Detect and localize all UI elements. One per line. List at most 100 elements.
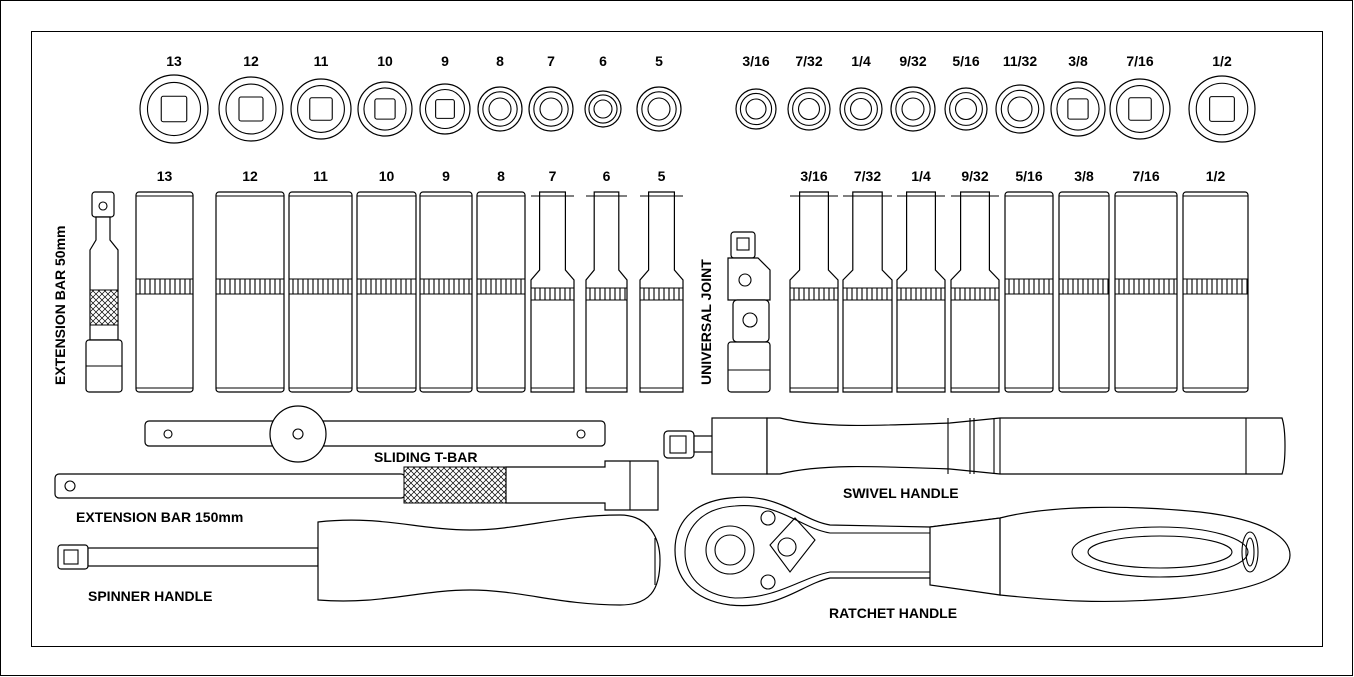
- socket-outer-circle: [139, 74, 209, 144]
- socket-size-label: 10: [379, 168, 395, 184]
- deep-socket-imperial: 3/8: [1058, 168, 1110, 393]
- socket-size-label: 12: [242, 168, 258, 184]
- socket-size-label: 13: [157, 168, 173, 184]
- socket-outer-circle: [944, 87, 988, 131]
- sliding-t-bar: SLIDING T-BAR: [144, 405, 606, 465]
- socket-size-label: 9/32: [961, 168, 988, 184]
- short-socket-metric: 9: [419, 53, 471, 135]
- socket-hex-opening: [533, 91, 569, 127]
- extension-bar-50mm-label: EXTENSION BAR 50mm: [52, 226, 68, 385]
- socket-bore: [539, 97, 563, 121]
- deep-socket-imperial: 7/16: [1114, 168, 1178, 393]
- extension-bar-150mm: EXTENSION BAR 150mm: [54, 460, 659, 525]
- socket-square-drive: [435, 99, 455, 119]
- socket-size-label: 7/16: [1132, 168, 1159, 184]
- socket-bore: [745, 98, 767, 120]
- socket-size-label: 1/4: [911, 168, 931, 184]
- deep-socket-imperial: 7/32: [842, 168, 893, 393]
- socket-size-label: 11/32: [1003, 53, 1037, 69]
- deep-socket-metric: 7: [530, 168, 575, 393]
- socket-hex-opening: [844, 92, 878, 126]
- tray-outline: [31, 31, 1323, 647]
- socket-size-label: 9/32: [899, 53, 926, 69]
- socket-bore: [593, 99, 613, 119]
- socket-square-drive: [374, 98, 396, 120]
- socket-hex-opening: [641, 91, 677, 127]
- socket-size-label: 7/32: [795, 53, 822, 69]
- socket-outer-circle: [419, 83, 471, 135]
- spinner-handle: SPINNER HANDLE: [57, 514, 661, 606]
- socket-size-label: 6: [599, 53, 607, 69]
- deep-socket-body: [530, 191, 575, 393]
- short-socket-metric: 12: [218, 53, 284, 142]
- short-socket-imperial: 11/32: [995, 53, 1045, 134]
- socket-hex-opening: [1195, 82, 1249, 136]
- universal-joint-label: UNIVERSAL JOINT: [698, 259, 714, 385]
- short-socket-imperial: 9/32: [890, 53, 936, 132]
- deep-socket-metric: 8: [476, 168, 526, 393]
- extension-bar-150mm-label: EXTENSION BAR 150mm: [76, 509, 243, 525]
- deep-socket-metric: 11: [288, 168, 353, 393]
- socket-square-drive: [238, 96, 264, 122]
- socket-size-label: 7/32: [854, 168, 881, 184]
- socket-size-label: 6: [603, 168, 611, 184]
- socket-bore: [901, 97, 925, 121]
- socket-outer-circle: [1109, 78, 1171, 140]
- socket-size-label: 1/2: [1206, 168, 1226, 184]
- socket-size-label: 7/16: [1126, 53, 1153, 69]
- socket-bore: [1007, 96, 1033, 122]
- socket-bore: [797, 97, 821, 121]
- socket-outer-circle: [528, 86, 574, 132]
- sliding-t-bar-label: SLIDING T-BAR: [374, 449, 477, 465]
- socket-hex-opening: [1000, 89, 1040, 129]
- socket-hex-opening: [895, 91, 931, 127]
- socket-hex-opening: [792, 92, 826, 126]
- short-socket-imperial: 3/16: [735, 53, 777, 130]
- socket-size-label: 3/8: [1074, 168, 1094, 184]
- deep-socket-body: [1058, 191, 1110, 393]
- socket-square-drive: [309, 97, 333, 121]
- socket-hex-opening: [424, 88, 466, 130]
- deep-socket-body: [1182, 191, 1249, 393]
- socket-square-drive: [160, 95, 188, 123]
- socket-size-label: 10: [377, 53, 393, 69]
- socket-hex-opening: [225, 83, 277, 135]
- socket-outer-circle: [477, 86, 523, 132]
- deep-socket-metric: 12: [215, 168, 285, 393]
- socket-size-label: 9: [442, 168, 450, 184]
- socket-outer-circle: [890, 86, 936, 132]
- deep-socket-metric: 9: [419, 168, 473, 393]
- swivel-handle: SWIVEL HANDLE: [663, 417, 1286, 501]
- socket-bore: [488, 97, 512, 121]
- short-socket-metric: 13: [139, 53, 209, 144]
- socket-size-label: 11: [314, 53, 329, 69]
- socket-outer-circle: [290, 78, 352, 140]
- deep-socket-body: [639, 191, 684, 393]
- short-socket-metric: 11: [290, 53, 352, 140]
- deep-socket-metric: 13: [135, 168, 194, 393]
- deep-socket-imperial: 5/16: [1004, 168, 1054, 393]
- short-socket-metric: 6: [584, 53, 622, 128]
- socket-hex-opening: [949, 92, 983, 126]
- deep-socket-imperial: 1/4: [896, 168, 946, 393]
- universal-joint: UNIVERSAL JOINT: [698, 231, 771, 393]
- socket-outer-circle: [787, 87, 831, 131]
- socket-outer-circle: [357, 81, 413, 137]
- socket-size-label: 9: [441, 53, 449, 69]
- socket-hex-opening: [363, 87, 407, 131]
- socket-hex-opening: [146, 81, 202, 137]
- socket-size-label: 13: [166, 53, 182, 69]
- short-socket-metric: 5: [636, 53, 682, 132]
- socket-size-label: 7: [549, 168, 557, 184]
- socket-square-drive: [1209, 96, 1235, 122]
- socket-hex-opening: [588, 94, 618, 124]
- socket-hex-opening: [1116, 85, 1164, 133]
- socket-outer-circle: [839, 87, 883, 131]
- socket-size-label: 5: [655, 53, 663, 69]
- socket-outer-circle: [995, 84, 1045, 134]
- deep-socket-imperial: 1/2: [1182, 168, 1249, 393]
- socket-size-label: 8: [497, 168, 505, 184]
- deep-socket-body: [288, 191, 353, 393]
